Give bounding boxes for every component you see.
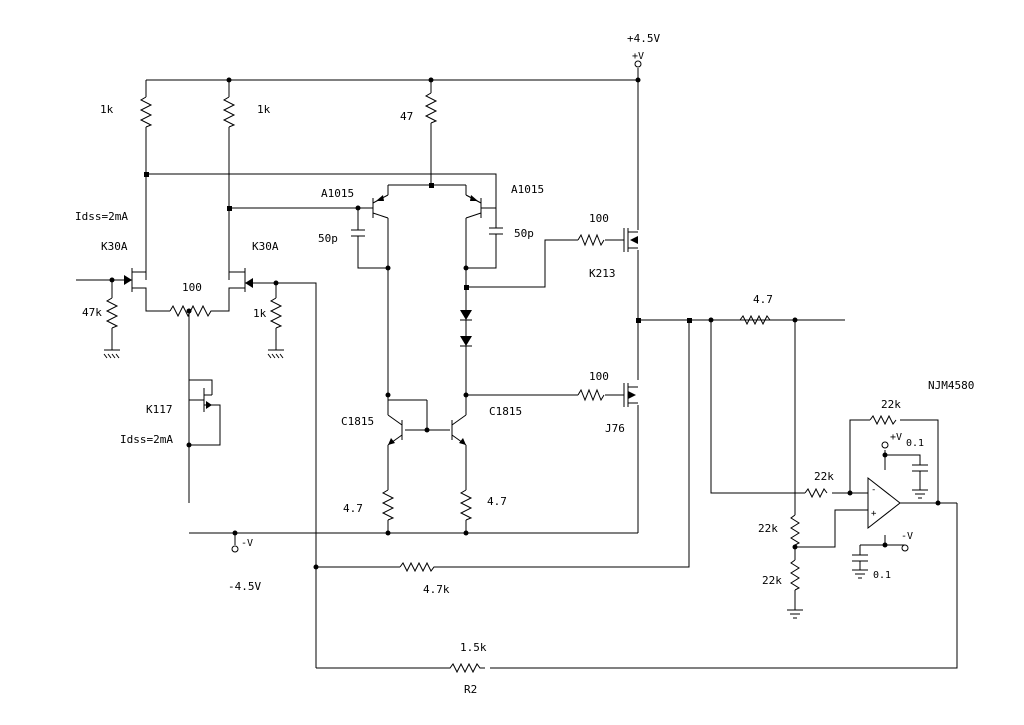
label-njm4580: NJM4580 — [928, 379, 974, 392]
mosfet-k213 — [623, 228, 638, 252]
label-idss-bottom: Idss=2mA — [120, 433, 173, 446]
label-vminus-title: -4.5V — [228, 580, 261, 593]
transistors — [124, 194, 638, 446]
label-50p-right: 50p — [514, 227, 534, 240]
label-c1815-right: C1815 — [489, 405, 522, 418]
label-100-upper: 100 — [589, 212, 609, 225]
resistor-22k-divider-upper — [790, 514, 801, 546]
label-opamp-vminus: -V — [901, 531, 913, 542]
label-j76: J76 — [605, 422, 625, 435]
label-vplus-sym: +V — [632, 51, 644, 62]
junctions — [109, 77, 941, 570]
opamp-njm4580: - + — [867, 476, 901, 530]
label-idss-top: Idss=2mA — [75, 210, 128, 223]
label-4-7-left: 4.7 — [343, 502, 363, 515]
label-1k-mid: 1k — [257, 103, 271, 116]
label-opamp-c1: 0.1 — [906, 438, 924, 449]
resistor-4-7-right — [459, 489, 473, 521]
label-a1015-right: A1015 — [511, 183, 544, 196]
diodes — [460, 308, 472, 347]
cap-50p-left — [351, 229, 365, 237]
resistor-4-7-left — [381, 489, 395, 521]
label-vminus-sym: -V — [241, 538, 253, 549]
npn-c1815-left — [387, 414, 403, 446]
label-1-5k: 1.5k — [460, 641, 487, 654]
ground-divider — [787, 609, 803, 619]
resistors — [105, 92, 897, 674]
pnp-a1015-right — [465, 194, 496, 219]
resistor-22k-feedback — [869, 414, 897, 426]
ground-opamp-cap-upper — [912, 489, 928, 499]
resistor-47 — [424, 92, 438, 124]
jfet-k117 — [203, 388, 212, 412]
label-4-7-right: 4.7 — [487, 495, 507, 508]
labels: +4.5V +V 1k 1k 47 Idss=2mA K30A K30A 100… — [75, 32, 974, 696]
jfet-k30a-right — [228, 260, 253, 300]
label-22k-divider-upper: 22k — [758, 522, 778, 535]
svg-text:+: + — [871, 509, 877, 519]
label-k213: K213 — [589, 267, 616, 280]
label-k30a-left: K30A — [101, 240, 128, 253]
label-k30a-right: K30A — [252, 240, 279, 253]
resistor-1-5k — [445, 662, 485, 674]
diode-upper — [460, 310, 472, 320]
diode-lower — [460, 336, 472, 346]
resistor-1k-mid — [222, 96, 236, 128]
label-opamp-vplus: +V — [890, 432, 902, 443]
label-4-7k: 4.7k — [423, 583, 450, 596]
grounds — [103, 349, 928, 619]
label-1k-gate: 1k — [253, 307, 267, 320]
resistor-100-upper — [577, 233, 605, 247]
label-k117: K117 — [146, 403, 173, 416]
resistor-22k-divider-lower — [790, 559, 801, 591]
label-22k-feedback: 22k — [881, 398, 901, 411]
cap-50p-right — [489, 227, 503, 235]
resistor-1k-gate — [269, 297, 283, 329]
label-c1815-left: C1815 — [341, 415, 374, 428]
svg-text:-: - — [871, 485, 876, 495]
npn-c1815-right — [451, 414, 467, 446]
cap-op-upper — [912, 464, 928, 472]
label-50p-left: 50p — [318, 232, 338, 245]
label-100-lower: 100 — [589, 370, 609, 383]
resistor-100-source — [169, 304, 219, 318]
resistor-100-lower — [577, 388, 605, 402]
ground-right — [267, 349, 284, 359]
label-22k-divider-lower: 22k — [762, 574, 782, 587]
ground-opamp-cap — [852, 569, 868, 579]
resistor-47k-gate — [105, 297, 119, 329]
label-vplus-title: +4.5V — [627, 32, 660, 45]
resistor-4-7k — [399, 561, 440, 573]
label-1k-left: 1k — [100, 103, 114, 116]
mosfet-j76 — [623, 383, 638, 407]
label-a1015-left: A1015 — [321, 187, 354, 200]
label-opamp-c2: 0.1 — [873, 570, 891, 581]
ground-left — [103, 349, 120, 359]
capacitors — [351, 227, 928, 570]
wires — [76, 60, 958, 669]
pnp-a1015-left — [372, 194, 389, 219]
resistor-22k-input — [804, 487, 828, 499]
label-r2: R2 — [464, 683, 477, 696]
label-47k-gate: 47k — [82, 306, 102, 319]
resistor-4-7-output — [739, 314, 771, 326]
label-47: 47 — [400, 110, 413, 123]
resistor-1k-left — [139, 96, 153, 128]
label-100-source: 100 — [182, 281, 202, 294]
jfet-k30a-left — [124, 260, 147, 300]
cap-op-lower — [852, 554, 868, 562]
label-22k-input: 22k — [814, 470, 834, 483]
label-4-7-output: 4.7 — [753, 293, 773, 306]
